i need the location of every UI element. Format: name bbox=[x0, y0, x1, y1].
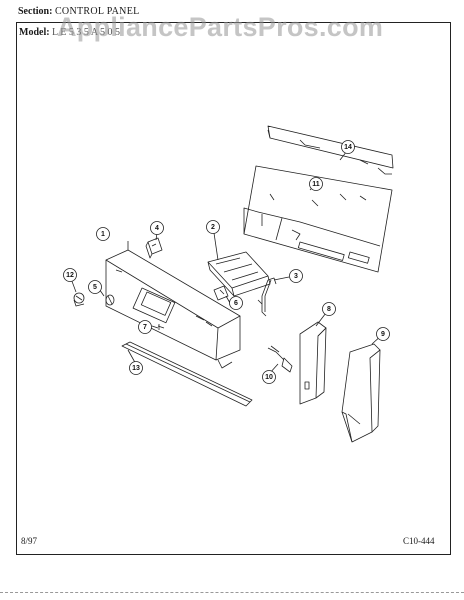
callout-7: 7 bbox=[138, 320, 152, 334]
svg-text:7: 7 bbox=[143, 324, 147, 331]
part-9-end-panel bbox=[341, 343, 381, 443]
model-header: Model: L E 5 3 5 A 5 0 5 bbox=[19, 27, 120, 38]
section-header: Section: CONTROL PANEL bbox=[18, 6, 140, 17]
part-10-harness bbox=[267, 345, 293, 373]
callout-8: 8 bbox=[322, 302, 336, 316]
part-14-rear-trim bbox=[267, 125, 394, 175]
part-2-control-board bbox=[207, 251, 271, 297]
part-4-button bbox=[145, 237, 163, 259]
part-5-knob bbox=[105, 294, 115, 306]
callout-5: 5 bbox=[88, 280, 102, 294]
part-7-screw bbox=[157, 324, 165, 330]
callout-3: 3 bbox=[289, 269, 303, 283]
part-1-control-panel bbox=[105, 249, 241, 369]
svg-text:11: 11 bbox=[312, 181, 320, 188]
svg-text:8: 8 bbox=[327, 306, 331, 313]
callout-1: 1 bbox=[96, 227, 110, 241]
callout-13: 13 bbox=[129, 361, 143, 375]
svg-text:10: 10 bbox=[265, 374, 273, 381]
section-label: Section: bbox=[18, 6, 53, 17]
callout-9: 9 bbox=[376, 327, 390, 341]
callout-4: 4 bbox=[150, 221, 164, 235]
callout-12: 12 bbox=[63, 268, 77, 282]
model-value: L E 5 3 5 A 5 0 5 bbox=[52, 27, 121, 38]
part-13-trim-strip bbox=[121, 341, 253, 407]
bottom-rule bbox=[0, 592, 464, 593]
svg-text:2: 2 bbox=[211, 224, 215, 231]
svg-text:3: 3 bbox=[294, 273, 298, 280]
svg-text:1: 1 bbox=[101, 231, 105, 238]
part-8-side-panel bbox=[299, 321, 327, 405]
callout-6: 6 bbox=[229, 296, 243, 310]
diagram-frame bbox=[16, 22, 451, 555]
svg-text:5: 5 bbox=[93, 284, 97, 291]
part-6-clip bbox=[213, 285, 229, 301]
svg-text:6: 6 bbox=[234, 300, 238, 307]
model-label: Model: bbox=[19, 27, 50, 38]
footer-code: C10-444 bbox=[403, 536, 435, 546]
svg-text:13: 13 bbox=[132, 365, 140, 372]
callouts: 1 2 3 4 5 6 7 8 9 10 11 12 13 14 bbox=[63, 140, 390, 384]
svg-text:14: 14 bbox=[344, 144, 352, 151]
callout-14: 14 bbox=[341, 140, 355, 154]
callout-11: 11 bbox=[309, 177, 323, 191]
svg-text:9: 9 bbox=[381, 331, 385, 338]
svg-text:4: 4 bbox=[155, 225, 159, 232]
svg-text:12: 12 bbox=[66, 272, 74, 279]
part-12-knob bbox=[73, 292, 85, 307]
footer-date: 8/97 bbox=[21, 536, 38, 546]
watermark: AppliancePartsPros.com bbox=[57, 12, 384, 42]
part-3-bracket bbox=[257, 277, 277, 317]
callout-10: 10 bbox=[262, 370, 276, 384]
callout-2: 2 bbox=[206, 220, 220, 234]
part-11-backguard bbox=[243, 165, 393, 273]
section-value: CONTROL PANEL bbox=[54, 6, 140, 17]
